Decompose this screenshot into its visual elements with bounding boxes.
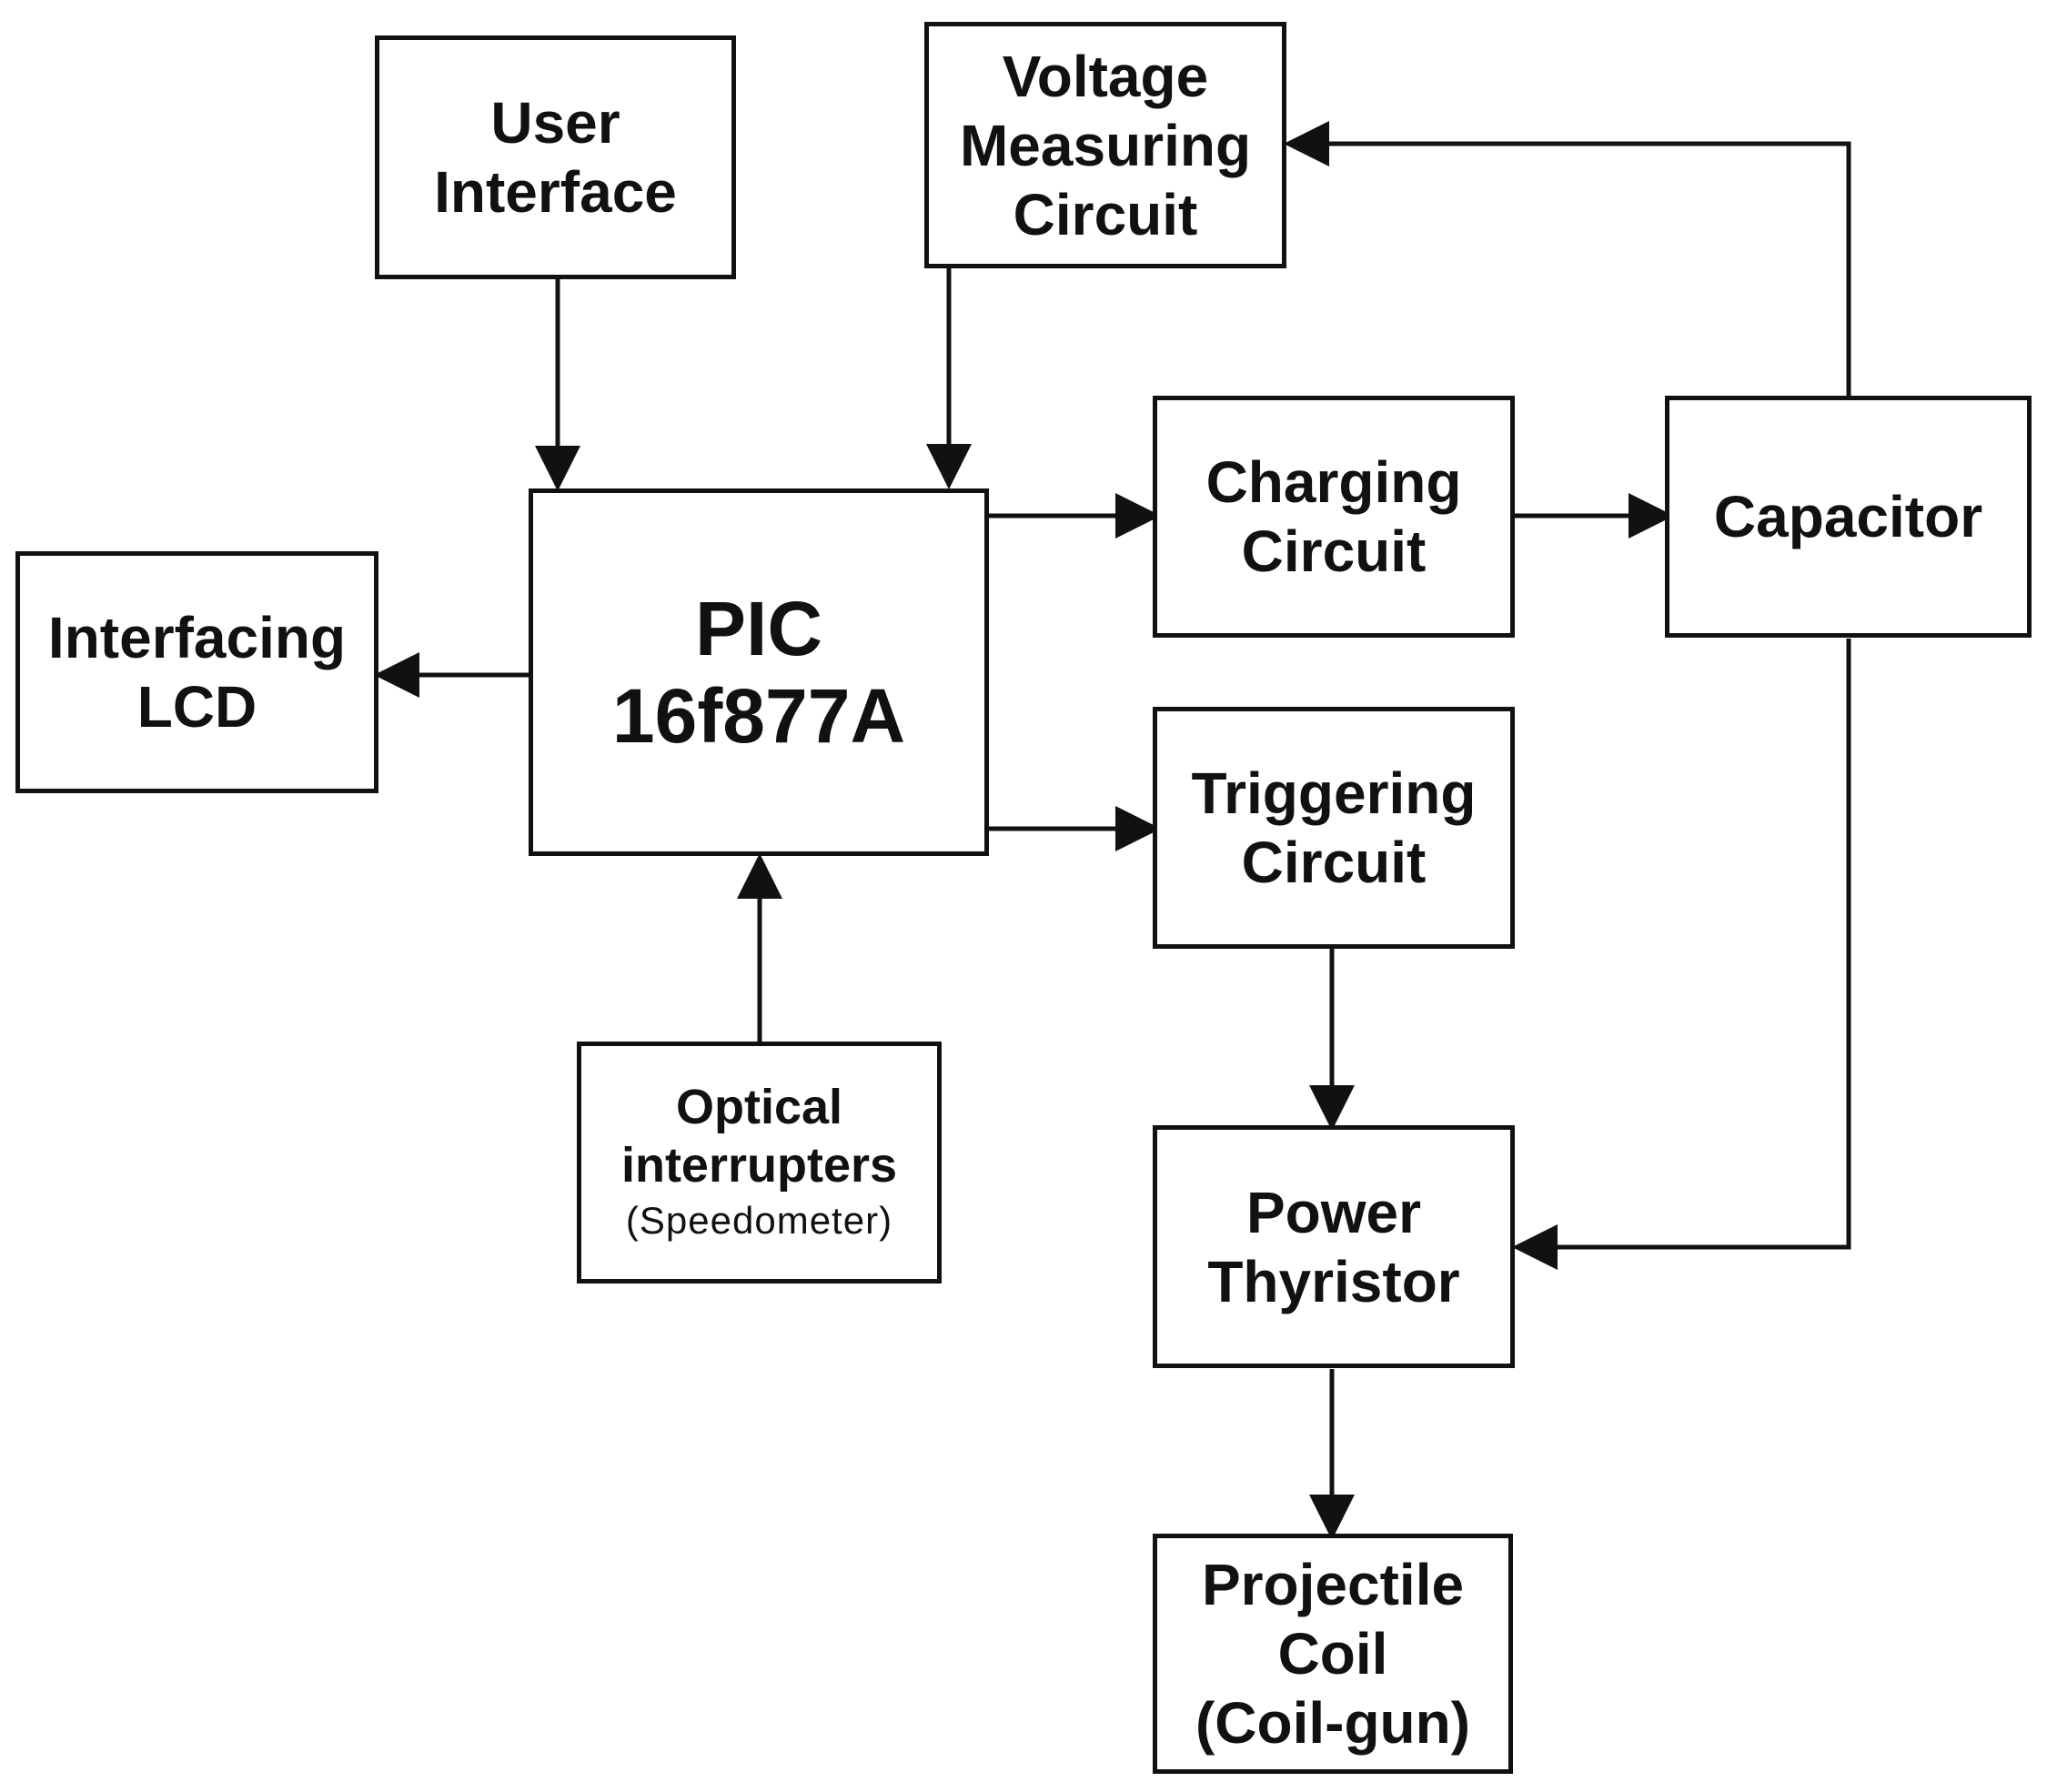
pic-label-line-1: PIC: [694, 586, 823, 671]
interfacing-lcd-label-line-2: LCD: [136, 674, 257, 740]
charging-circuit-label-line-1: Charging: [1205, 449, 1462, 515]
voltage-measuring-circuit-block: Voltage Measuring Circuit: [924, 22, 1286, 268]
optical-interrupters-label-line-1: Optical: [675, 1080, 843, 1134]
triggering-circuit-label-line-2: Circuit: [1241, 830, 1427, 895]
pic-microcontroller-block: PIC 16f877A: [529, 488, 989, 856]
optical-interrupters-label-line-3: (Speedometer): [625, 1199, 893, 1242]
projectile-coil-label-line-3: (Coil-gun): [1195, 1690, 1471, 1756]
power-thyristor-block: Power Thyristor: [1153, 1125, 1515, 1368]
interfacing-lcd-block: Interfacing LCD: [15, 551, 378, 793]
power-thyristor-label-line-2: Thyristor: [1207, 1248, 1460, 1314]
interfacing-lcd-label-line-1: Interfacing: [47, 605, 347, 670]
power-thyristor-label-line-1: Power: [1245, 1179, 1422, 1245]
capacitor-label: Capacitor: [1713, 484, 1983, 549]
triggering-circuit-label-line-1: Triggering: [1191, 760, 1477, 826]
projectile-coil-label-line-2: Coil: [1277, 1621, 1388, 1686]
voltage-measuring-label-line-1: Voltage: [1002, 43, 1209, 109]
projectile-coil-block: Projectile Coil (Coil-gun): [1153, 1534, 1513, 1774]
capacitor-block: Capacitor: [1665, 396, 2032, 638]
user-interface-block: User Interface: [375, 35, 736, 279]
user-interface-label-line-2: Interface: [434, 159, 677, 225]
charging-circuit-label-line-2: Circuit: [1241, 518, 1427, 584]
charging-circuit-block: Charging Circuit: [1153, 396, 1515, 638]
voltage-measuring-label-line-3: Circuit: [1013, 181, 1198, 247]
triggering-circuit-block: Triggering Circuit: [1153, 707, 1515, 949]
optical-interrupters-block: Optical interrupters (Speedometer): [577, 1042, 942, 1284]
user-interface-label-line-1: User: [490, 90, 620, 156]
arrow-capacitor-to-voltage-measuring: [1284, 121, 1851, 398]
arrow-capacitor-to-thyristor: [1512, 639, 1851, 1270]
pic-label-line-2: 16f877A: [611, 673, 906, 759]
optical-interrupters-label-line-2: interrupters: [620, 1138, 898, 1193]
projectile-coil-label-line-1: Projectile: [1201, 1552, 1465, 1617]
voltage-measuring-label-line-2: Measuring: [959, 112, 1252, 178]
